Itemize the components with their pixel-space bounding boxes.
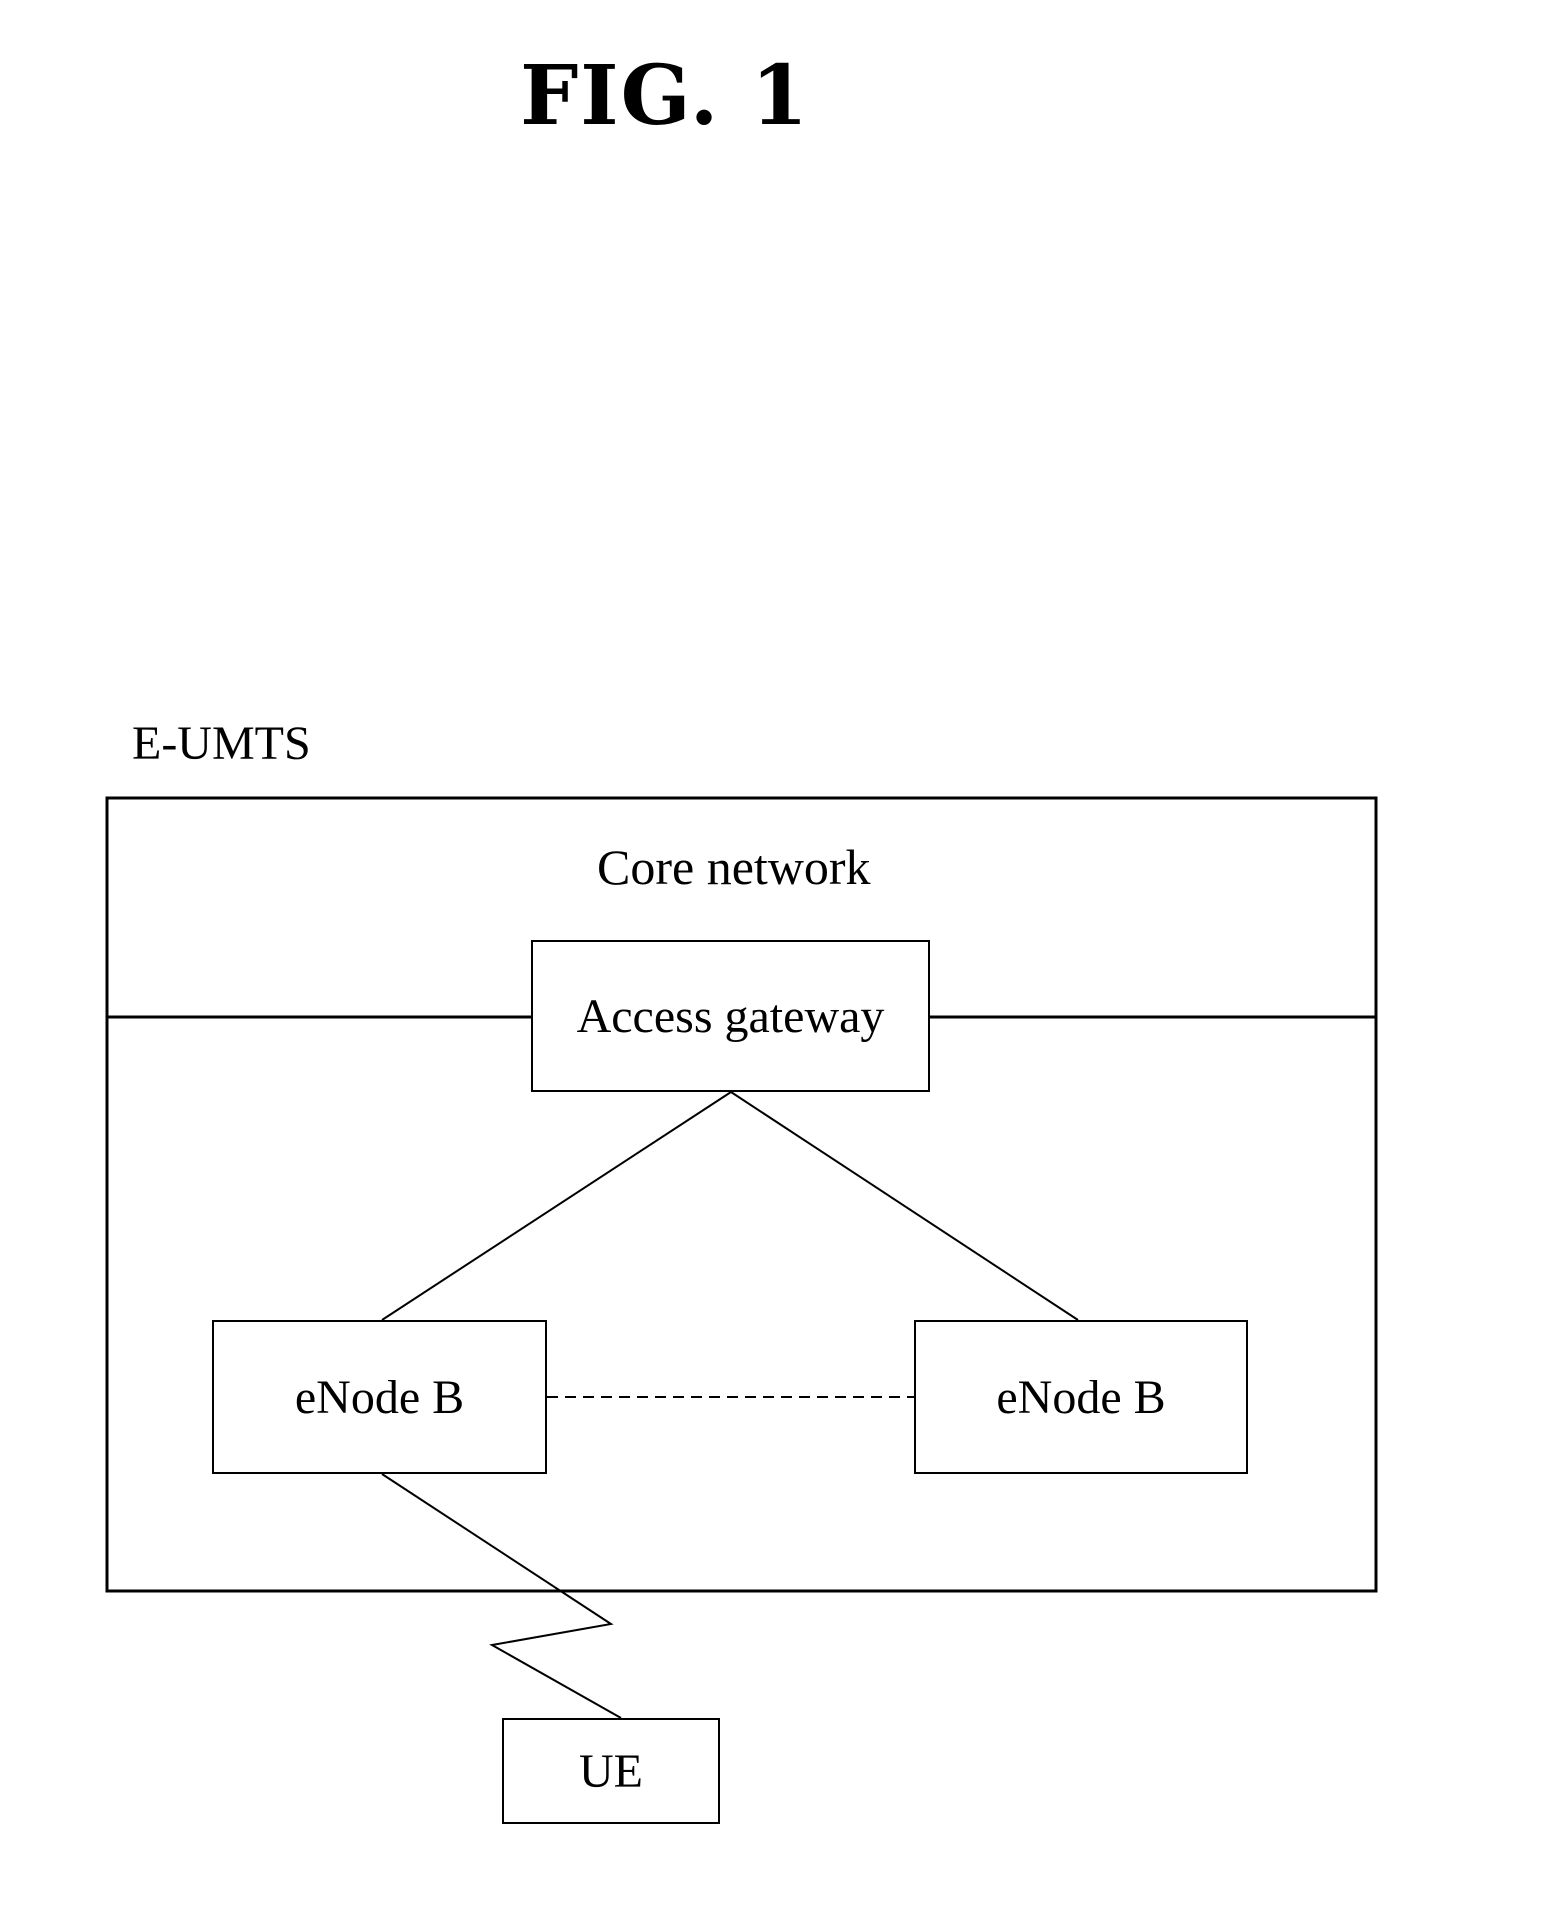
enodeb-left-box: eNode B	[212, 1320, 547, 1474]
enodeb-right-box: eNode B	[914, 1320, 1248, 1474]
ue-label: UE	[579, 1744, 643, 1799]
access-gateway-label: Access gateway	[577, 989, 885, 1044]
ue-box: UE	[502, 1718, 720, 1824]
radio-link-enodeb-ue	[382, 1474, 621, 1718]
link-gateway-enodeb-left	[382, 1092, 731, 1320]
enodeb-right-label: eNode B	[996, 1370, 1165, 1425]
access-gateway-box: Access gateway	[531, 940, 930, 1092]
core-network-label: Core network	[597, 838, 871, 896]
link-gateway-enodeb-right	[731, 1092, 1078, 1320]
enodeb-left-label: eNode B	[295, 1370, 464, 1425]
